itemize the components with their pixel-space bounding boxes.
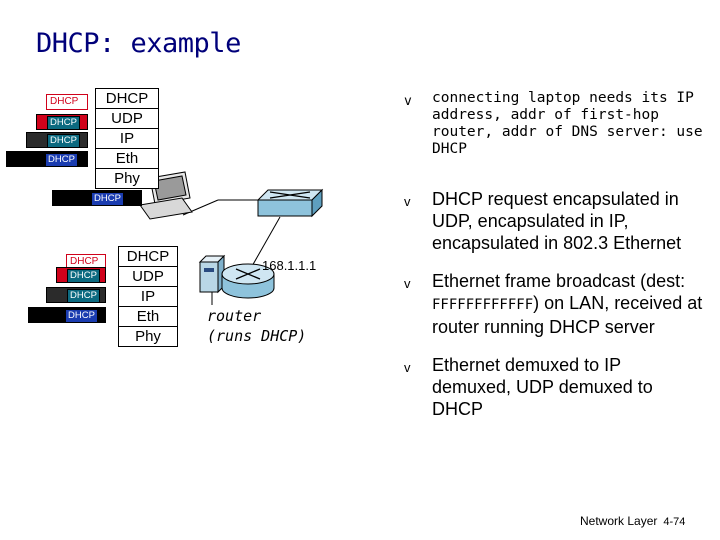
switch-icon bbox=[256, 188, 324, 218]
bullet-item: v Ethernet frame broadcast (dest: FFFFFF… bbox=[404, 271, 703, 337]
stack-layer: UDP bbox=[96, 109, 158, 129]
router-ip-address: 168.1.1.1 bbox=[262, 258, 317, 273]
server-packet-eth: DHCP bbox=[28, 307, 106, 323]
client-protocol-stack: DHCP UDP IP Eth Phy bbox=[95, 88, 159, 189]
stack-layer: UDP bbox=[119, 267, 177, 287]
router-caption: router (runs DHCP) bbox=[207, 307, 307, 345]
client-packet-udp: DHCP bbox=[36, 114, 88, 130]
bullet-list: v connecting laptop needs its IP address… bbox=[404, 90, 704, 436]
page-title: DHCP: example bbox=[36, 28, 241, 59]
stack-layer: Eth bbox=[119, 307, 177, 327]
stack-layer: IP bbox=[119, 287, 177, 307]
server-packet-ip: DHCP bbox=[46, 287, 106, 303]
bullet-item: v connecting laptop needs its IP address… bbox=[404, 90, 703, 157]
stack-layer: Eth bbox=[96, 149, 158, 169]
laptop-icon bbox=[139, 171, 193, 220]
stack-layer: IP bbox=[96, 129, 158, 149]
wire-packet: DHCP bbox=[52, 190, 142, 206]
stack-layer: DHCP bbox=[119, 247, 177, 267]
server-icon bbox=[198, 254, 226, 294]
server-protocol-stack: DHCP UDP IP Eth Phy bbox=[118, 246, 178, 347]
bullet-icon: v bbox=[404, 194, 411, 209]
bullet-item: v DHCP request encapsulated in UDP, enca… bbox=[404, 189, 682, 253]
bullet-icon: v bbox=[404, 94, 412, 109]
bullet-icon: v bbox=[404, 276, 411, 291]
stack-layer: Phy bbox=[114, 170, 140, 187]
client-packet-eth: DHCP bbox=[6, 151, 88, 167]
stack-layer: DHCP bbox=[96, 89, 158, 109]
bullet-icon: v bbox=[404, 360, 411, 375]
router-icon bbox=[221, 263, 275, 299]
server-packet-udp: DHCP bbox=[56, 267, 106, 283]
client-packet-dhcp: DHCP bbox=[46, 94, 88, 110]
bullet-item: v Ethernet demuxed to IP demuxed, UDP de… bbox=[404, 355, 653, 419]
stack-layer: Phy bbox=[135, 328, 161, 345]
page-number: 4-74 bbox=[663, 516, 686, 528]
client-packet-ip: DHCP bbox=[26, 132, 88, 148]
